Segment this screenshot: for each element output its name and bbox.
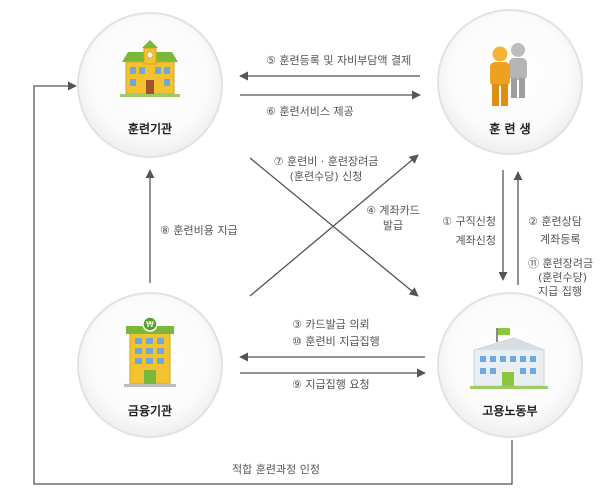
svg-text:₩: ₩ <box>146 320 154 329</box>
bottom-loop-label: 적합 훈련과정 인정 <box>232 463 320 476</box>
training-institution-label: 훈련기관 <box>127 122 173 136</box>
government-building-icon <box>470 328 548 389</box>
step-4-label-line2: 발급 <box>382 219 404 232</box>
step-2-label-line1: ② 훈련상담 <box>528 215 582 228</box>
step-7-label-line1: ⑦ 훈련비 · 훈련장려금 <box>273 155 379 168</box>
step-9-label: ⑨ 지급집행 요청 <box>292 378 370 391</box>
step-11-label-line1: ⑪ 훈련장려금 <box>528 257 594 270</box>
step-1-label-line1: ① 구직신청 <box>442 215 496 228</box>
ministry-label: 고용노동부 <box>482 404 538 418</box>
arrow-7 <box>249 157 419 297</box>
step-3-label: ③ 카드발급 의뢰 <box>292 318 370 331</box>
arrow-4 <box>249 154 419 297</box>
step-10-label: ⑩ 훈련비 지급집행 <box>292 335 380 348</box>
financial-institution-label: 금융기관 <box>127 404 173 418</box>
trainee-label: 훈 련 생 <box>489 122 531 136</box>
bank-building-icon: ₩ <box>124 316 176 387</box>
step-11-label-line2: (훈련수당) <box>538 271 588 284</box>
step-6-label: ⑥ 훈련서비스 제공 <box>266 105 354 118</box>
step-8-label: ⑧ 훈련비용 지급 <box>160 224 238 237</box>
school-building-icon <box>120 40 180 97</box>
step-4-label-line1: ④ 계좌카드 <box>366 204 420 217</box>
step-7-label-line2: (훈련수당) 신청 <box>289 170 363 183</box>
step-11-label-line3: 지급 집행 <box>538 285 582 298</box>
step-1-label-line2: 계좌신청 <box>455 234 496 247</box>
step-5-label: ⑤ 훈련등록 및 자비부담액 결제 <box>266 54 412 67</box>
trainee-node <box>437 9 583 155</box>
arrow-bottom-loop <box>33 81 513 485</box>
people-icon <box>490 43 527 106</box>
step-2-label-line2: 계좌등록 <box>540 233 581 246</box>
